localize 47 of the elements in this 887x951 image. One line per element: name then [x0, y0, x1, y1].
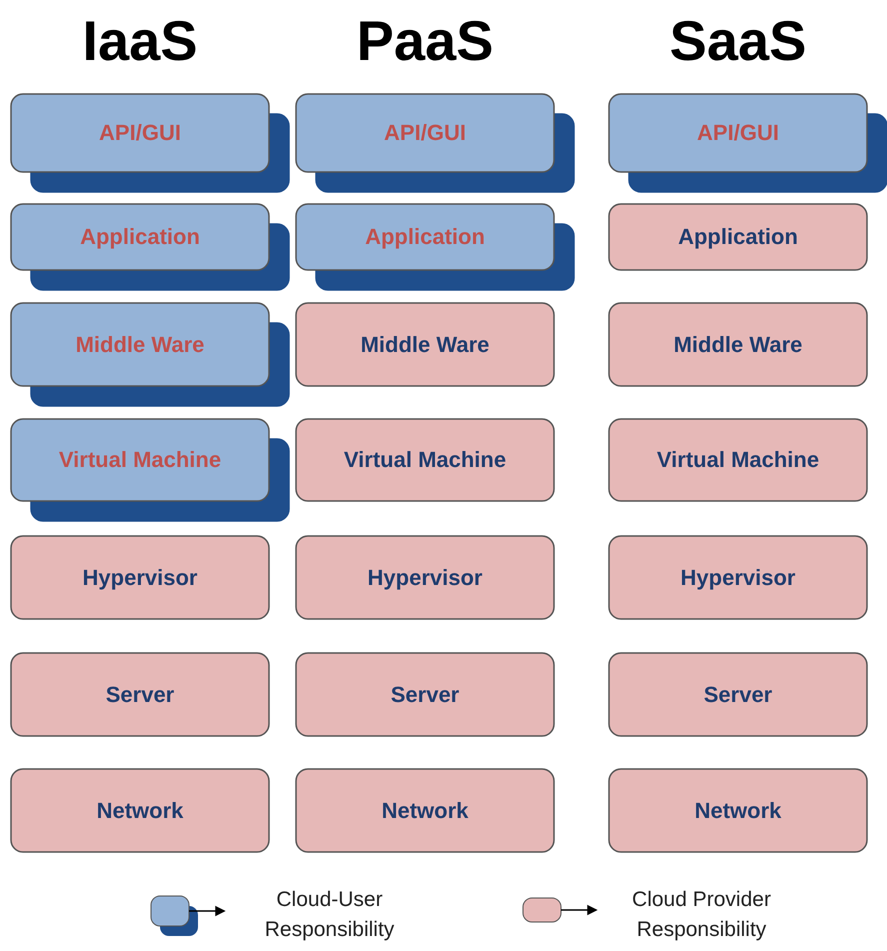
layer-label: Middle Ware [74, 330, 206, 358]
layer-label: Application [364, 223, 486, 251]
layer-label: Server [702, 680, 774, 708]
stacked-layer-box [295, 93, 575, 193]
legend-label: Cloud-User Responsibility [264, 887, 396, 943]
column-heading: SaaS [668, 8, 808, 73]
layer-label: Server [390, 680, 460, 708]
stacked-layer-box [10, 302, 290, 407]
layer-label: Virtual Machine [58, 446, 222, 474]
layer-box [608, 302, 868, 387]
layer-box [608, 418, 868, 502]
legend-label: Cloud Provider Responsibility [631, 887, 772, 943]
layer-label: API/GUI [696, 119, 780, 147]
layer-label: Server [104, 680, 176, 708]
layer-label: API/GUI [98, 119, 182, 147]
layer-box [295, 768, 555, 853]
column-heading: PaaS [356, 8, 494, 73]
column-heading: IaaS [81, 8, 199, 73]
layer-label: Virtual Machine [342, 446, 508, 474]
layer-box [10, 535, 270, 620]
layer-box [608, 535, 868, 620]
layer-box [295, 418, 555, 502]
stacked-layer-box [10, 203, 290, 291]
layer-label: Virtual Machine [656, 446, 820, 474]
layer-label: Hypervisor [680, 564, 796, 592]
layer-label: Network [96, 796, 184, 824]
layer-label: API/GUI [383, 119, 467, 147]
stacked-layer-box [295, 203, 575, 291]
layer-label: Network [694, 796, 782, 824]
layer-box [295, 302, 555, 387]
layer-label: Middle Ware [360, 330, 490, 358]
layer-box [295, 652, 555, 737]
layer-box [608, 203, 868, 271]
layer-label: Network [380, 796, 470, 824]
layer-label: Hypervisor [366, 564, 484, 592]
stacked-layer-box [608, 93, 887, 193]
layer-label: Application [677, 223, 799, 251]
layer-box [295, 535, 555, 620]
layer-label: Middle Ware [672, 330, 804, 358]
layer-box [608, 652, 868, 737]
stacked-layer-box [10, 93, 290, 193]
layer-box [10, 652, 270, 737]
stacked-layer-box [10, 418, 290, 522]
layer-box [608, 768, 868, 853]
layer-label: Hypervisor [82, 564, 198, 592]
layer-box [10, 768, 270, 853]
layer-label: Application [79, 223, 201, 251]
